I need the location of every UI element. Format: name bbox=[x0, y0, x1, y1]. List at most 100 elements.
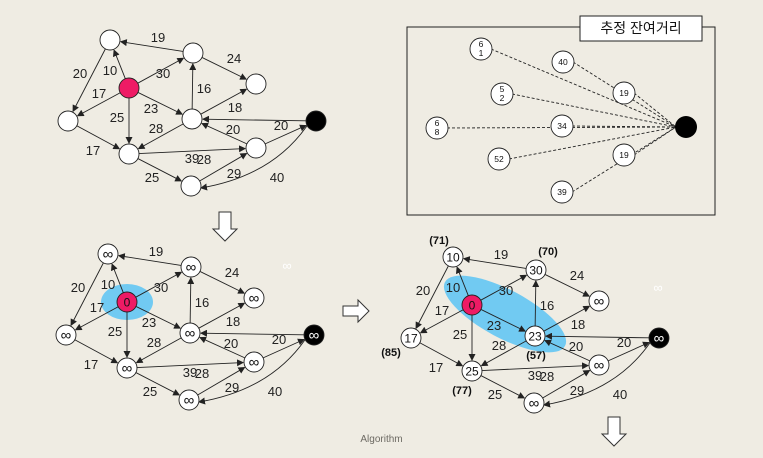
heuristic-line bbox=[571, 125, 677, 128]
heuristic-value: 34 bbox=[557, 121, 567, 131]
graph-edge bbox=[480, 375, 526, 399]
edge-weight: 23 bbox=[487, 318, 501, 333]
estimate-label: (57) bbox=[526, 350, 546, 362]
graph-node bbox=[524, 325, 546, 347]
graph-node bbox=[180, 175, 202, 197]
heuristic-node bbox=[469, 37, 493, 61]
heuristic-title-box bbox=[579, 15, 703, 42]
edge-weight: 28 bbox=[492, 338, 506, 353]
edge-weight: 18 bbox=[228, 100, 242, 115]
edge-weight: 39 bbox=[183, 365, 197, 380]
edge-weight: 19 bbox=[494, 247, 508, 262]
graph-edge bbox=[543, 342, 651, 408]
graph-edge bbox=[198, 302, 246, 329]
graph-edge bbox=[113, 49, 126, 79]
edge-weight: 10 bbox=[103, 63, 117, 78]
graph-node bbox=[588, 290, 610, 312]
graph-node bbox=[57, 110, 79, 132]
edge-weight: 17 bbox=[429, 360, 443, 375]
edge-weight: 20 bbox=[272, 332, 286, 347]
heuristic-node bbox=[425, 116, 449, 140]
graph-node bbox=[442, 246, 464, 268]
graph-edge bbox=[136, 359, 245, 368]
edge-weight: 29 bbox=[570, 383, 584, 398]
graph-edge bbox=[200, 125, 308, 191]
graph-edge bbox=[262, 338, 305, 359]
edge-weight: 17 bbox=[90, 300, 104, 315]
estimate-label: (71) bbox=[429, 235, 449, 247]
start-node bbox=[116, 291, 138, 313]
edge-weight: 10 bbox=[446, 280, 460, 295]
graph-edge bbox=[137, 57, 185, 84]
graph-edge bbox=[111, 263, 124, 293]
edge-weight: 40 bbox=[613, 387, 627, 402]
edge-weight: 25 bbox=[488, 387, 502, 402]
edge-weight: 25 bbox=[143, 384, 157, 399]
graph-node bbox=[99, 29, 121, 51]
heuristic-line bbox=[633, 126, 677, 156]
goal-node bbox=[305, 110, 327, 132]
graph-edge bbox=[70, 262, 104, 327]
right-arrow-icon bbox=[342, 298, 370, 324]
graph-edge bbox=[544, 339, 591, 362]
edge-weight: 19 bbox=[149, 244, 163, 259]
edge-weight: 23 bbox=[144, 101, 158, 116]
start-node bbox=[118, 77, 140, 99]
estimate-label: (70) bbox=[538, 246, 558, 258]
graph-node bbox=[588, 354, 610, 376]
graph-edge bbox=[137, 92, 184, 115]
edge-weight: 23 bbox=[142, 315, 156, 330]
graph-edge bbox=[542, 370, 591, 399]
heuristic-line bbox=[490, 48, 677, 128]
node-value: 0 bbox=[124, 296, 131, 310]
node-value: ∞ bbox=[61, 327, 72, 344]
heuristic-line bbox=[446, 126, 677, 129]
graph-edge bbox=[138, 145, 247, 154]
edge-weight: 20 bbox=[71, 280, 85, 295]
edge-weight: 19 bbox=[151, 30, 165, 45]
node-value: ∞ bbox=[249, 354, 260, 371]
graph-edge bbox=[197, 367, 246, 396]
graph-edge bbox=[201, 115, 307, 123]
node-value: ∞ bbox=[103, 246, 114, 263]
graph-edge bbox=[135, 337, 182, 364]
heuristic-node bbox=[490, 82, 514, 106]
edge-weight: 24 bbox=[225, 265, 239, 280]
graph-node bbox=[118, 143, 140, 165]
graph-edge bbox=[480, 340, 527, 367]
graph-node bbox=[181, 108, 203, 130]
graph-edge bbox=[76, 125, 121, 150]
node-value: 10 bbox=[446, 251, 460, 265]
graph-edge bbox=[135, 271, 183, 298]
graph-edge bbox=[607, 341, 650, 362]
estimate-label: (77) bbox=[452, 385, 472, 397]
graph-edge bbox=[74, 339, 119, 364]
edge-weight: 40 bbox=[270, 170, 284, 185]
node-value: 25 bbox=[465, 365, 479, 379]
edge-weight: 28 bbox=[149, 121, 163, 136]
graph-edge bbox=[137, 158, 183, 182]
graph-node bbox=[55, 324, 77, 346]
heuristic-node bbox=[551, 50, 575, 74]
graph-edge bbox=[135, 372, 181, 396]
node-value: 23 bbox=[528, 330, 542, 344]
graph-node bbox=[243, 351, 265, 373]
graph-node bbox=[461, 360, 483, 382]
edge-weight: 24 bbox=[227, 51, 241, 66]
node-value: ∞ bbox=[249, 290, 260, 307]
goal-node bbox=[303, 324, 325, 346]
graph-edge bbox=[480, 309, 527, 332]
edge-weight: 18 bbox=[571, 317, 585, 332]
estimate-label: (85) bbox=[381, 347, 401, 359]
graph-node bbox=[180, 256, 202, 278]
edge-weight: 20 bbox=[617, 335, 631, 350]
graph-edge bbox=[544, 332, 650, 340]
edge-weight: 20 bbox=[569, 339, 583, 354]
edge-weight: 28 bbox=[197, 152, 211, 167]
edge-weight: 17 bbox=[92, 86, 106, 101]
graph-node bbox=[243, 287, 265, 309]
edge-weight: 25 bbox=[110, 110, 124, 125]
edge-weight: 25 bbox=[453, 327, 467, 342]
